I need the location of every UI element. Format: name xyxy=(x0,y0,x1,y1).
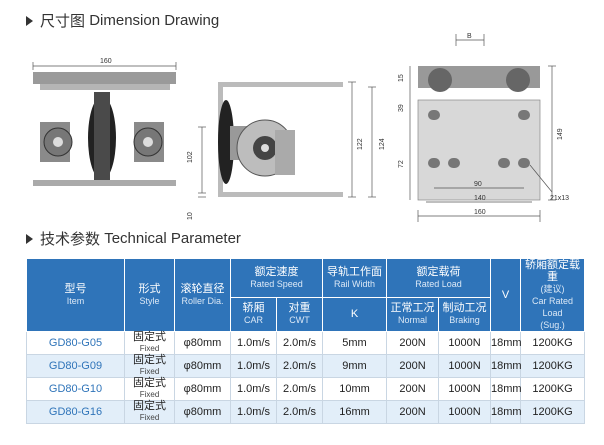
front-view-drawing: 160 xyxy=(32,58,177,186)
cell-car: 1.0m/s xyxy=(230,400,277,424)
dim-top-149: 149 xyxy=(557,128,564,140)
cell-model: GD80-G05 xyxy=(26,331,125,355)
dim-top-b: B xyxy=(467,33,472,40)
header-k: K xyxy=(322,296,388,333)
cell-roller: φ80mm xyxy=(174,400,231,424)
cell-model: GD80-G09 xyxy=(26,354,125,378)
cell-normal: 200N xyxy=(386,354,440,378)
side-view-drawing: 102 10 122 124 xyxy=(187,81,386,220)
back-view-drawing: B 15 39 72 149 90 140 160 21x13 xyxy=(398,33,569,222)
cell-load: 1200KG xyxy=(520,400,586,424)
triangle-bullet-icon xyxy=(26,15,33,26)
dim-side-10: 10 xyxy=(187,212,194,220)
cell-v: 18mm xyxy=(490,377,522,401)
cell-cwt: 2.0m/s xyxy=(275,400,324,424)
cell-car: 1.0m/s xyxy=(230,331,277,355)
dimension-title-en: Dimension Drawing xyxy=(89,12,220,29)
cell-rail: 10mm xyxy=(322,377,388,401)
dim-bottom-140: 140 xyxy=(474,195,486,202)
dimension-section-title: 尺寸图 Dimension Drawing xyxy=(26,10,219,31)
cell-cwt: 2.0m/s xyxy=(275,354,324,378)
dim-side-102: 102 xyxy=(187,151,194,163)
cell-model: GD80-G10 xyxy=(26,377,125,401)
cell-normal: 200N xyxy=(386,400,440,424)
technical-title-cn: 技术参数 xyxy=(40,231,101,248)
technical-section-title: 技术参数 Technical Parameter xyxy=(26,228,241,249)
dim-bottom-90: 90 xyxy=(474,181,482,188)
cell-v: 18mm xyxy=(490,331,522,355)
dim-bottom-160: 160 xyxy=(474,209,486,216)
cell-rail: 9mm xyxy=(322,354,388,378)
triangle-bullet-icon xyxy=(26,233,33,244)
dim-top-39: 39 xyxy=(398,104,405,112)
dim-top-15: 15 xyxy=(398,74,405,82)
cell-cwt: 2.0m/s xyxy=(275,377,324,401)
cell-normal: 200N xyxy=(386,331,440,355)
dim-front-width: 160 xyxy=(100,58,112,65)
dimension-drawings: .ln { stroke:#555; stroke-width:0.7; fil… xyxy=(32,33,569,222)
cell-v: 18mm xyxy=(490,354,522,378)
cell-cwt: 2.0m/s xyxy=(275,331,324,355)
cell-car: 1.0m/s xyxy=(230,354,277,378)
cell-load: 1200KG xyxy=(520,331,586,355)
cell-roller: φ80mm xyxy=(174,354,231,378)
cell-braking: 1000N xyxy=(438,400,492,424)
cell-roller: φ80mm xyxy=(174,331,231,355)
dim-side-122: 122 xyxy=(357,138,364,150)
cell-model: GD80-G16 xyxy=(26,400,125,424)
cell-rail: 5mm xyxy=(322,331,388,355)
cell-load: 1200KG xyxy=(520,354,586,378)
cell-braking: 1000N xyxy=(438,377,492,401)
header-car-load: 轿厢额定载重(建议) Car Rated Load(Sug.) xyxy=(520,258,586,332)
cell-car: 1.0m/s xyxy=(230,377,277,401)
dimension-title-cn: 尺寸图 xyxy=(40,13,86,30)
technical-title-en: Technical Parameter xyxy=(104,230,241,247)
cell-braking: 1000N xyxy=(438,331,492,355)
dim-side-124: 124 xyxy=(379,138,386,150)
dim-top-72: 72 xyxy=(398,160,405,168)
cell-normal: 200N xyxy=(386,377,440,401)
cell-roller: φ80mm xyxy=(174,377,231,401)
cell-braking: 1000N xyxy=(438,354,492,378)
cell-v: 18mm xyxy=(490,400,522,424)
dim-slot: 21x13 xyxy=(550,195,569,202)
cell-load: 1200KG xyxy=(520,377,586,401)
cell-rail: 16mm xyxy=(322,400,388,424)
header-v: V xyxy=(490,258,522,332)
